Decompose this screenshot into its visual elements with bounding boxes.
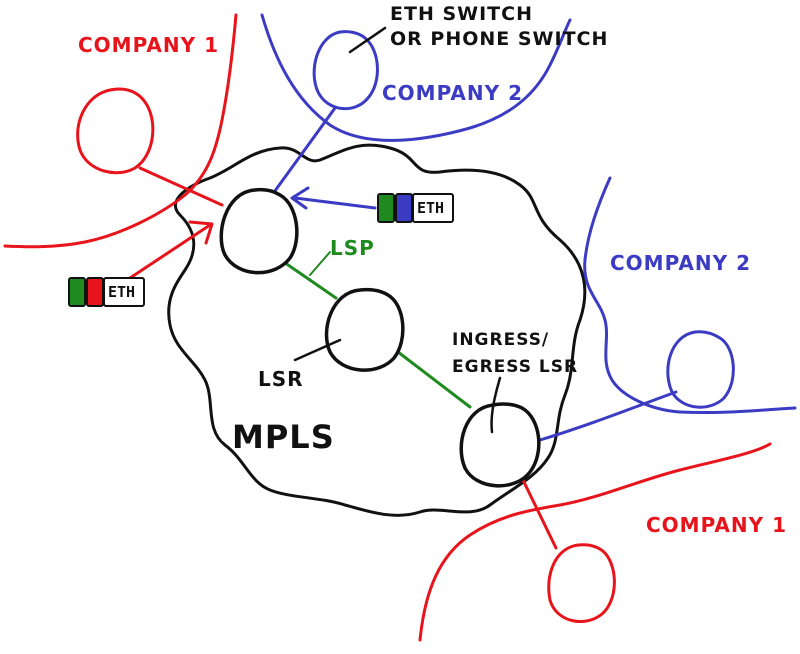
packet-top-green-header: [377, 193, 395, 223]
company2-top-boundary: [260, 13, 572, 142]
company1-bottom-switch: [547, 543, 616, 623]
switch-label-pointer: [348, 26, 387, 54]
company2-ingress-arrowhead: [290, 186, 310, 210]
company1-top-label: COMPANY 1: [78, 33, 219, 57]
company1-ingress-arrowhead: [188, 220, 214, 245]
company2-right-label: COMPANY 2: [610, 251, 751, 275]
company1-top-boundary: [3, 13, 238, 249]
lsr-label: LSR: [258, 367, 304, 391]
packet-left-eth-frame: [103, 277, 145, 307]
company2-top-switch: [312, 30, 379, 111]
company2-right-switch: [666, 330, 735, 409]
company1-ingress-arrow: [128, 223, 212, 280]
company1-bottom-link: [520, 476, 558, 550]
switch-label-line2: OR PHONE SWITCH: [390, 28, 608, 50]
packet-left: ETH: [68, 277, 145, 307]
lsr-label-pointer: [293, 338, 342, 362]
packet-top-eth-frame: [412, 193, 454, 223]
edge-router-ingress-egress: [459, 402, 541, 488]
lsp-label: LSP: [330, 236, 375, 260]
packet-left-red-header: [86, 277, 104, 307]
company2-ingress-arrow: [293, 196, 377, 210]
lsp-segment-1: [276, 256, 338, 300]
packet-top-blue-header: [395, 193, 413, 223]
company1-top-switch: [76, 87, 155, 175]
company2-top-link: [270, 106, 337, 197]
company1-bottom-label: COMPANY 1: [646, 513, 787, 537]
company2-top-label: COMPANY 2: [382, 81, 523, 105]
ingress-label-line2: EGRESS LSR: [452, 357, 578, 377]
lsp-segment-2: [396, 350, 472, 409]
packet-top: ETH: [377, 193, 454, 223]
packet-top-label: ETH: [417, 199, 444, 217]
lsp-label-pointer: [309, 251, 331, 276]
mpls-label: MPLS: [232, 418, 335, 456]
company2-right-boundary: [583, 176, 797, 415]
company1-bottom-boundary: [418, 442, 772, 642]
switch-label-line1: ETH SWITCH: [390, 3, 533, 25]
edge-router-top: [219, 187, 299, 275]
ingress-label-pointer: [490, 376, 502, 434]
ingress-label-line1: INGRESS/: [452, 330, 549, 350]
company2-right-link: [538, 390, 678, 442]
packet-left-green-header: [68, 277, 86, 307]
packet-left-label: ETH: [108, 283, 135, 301]
mpls-cloud: [167, 143, 587, 517]
core-router-lsr: [324, 287, 405, 372]
company1-top-link: [138, 166, 224, 207]
